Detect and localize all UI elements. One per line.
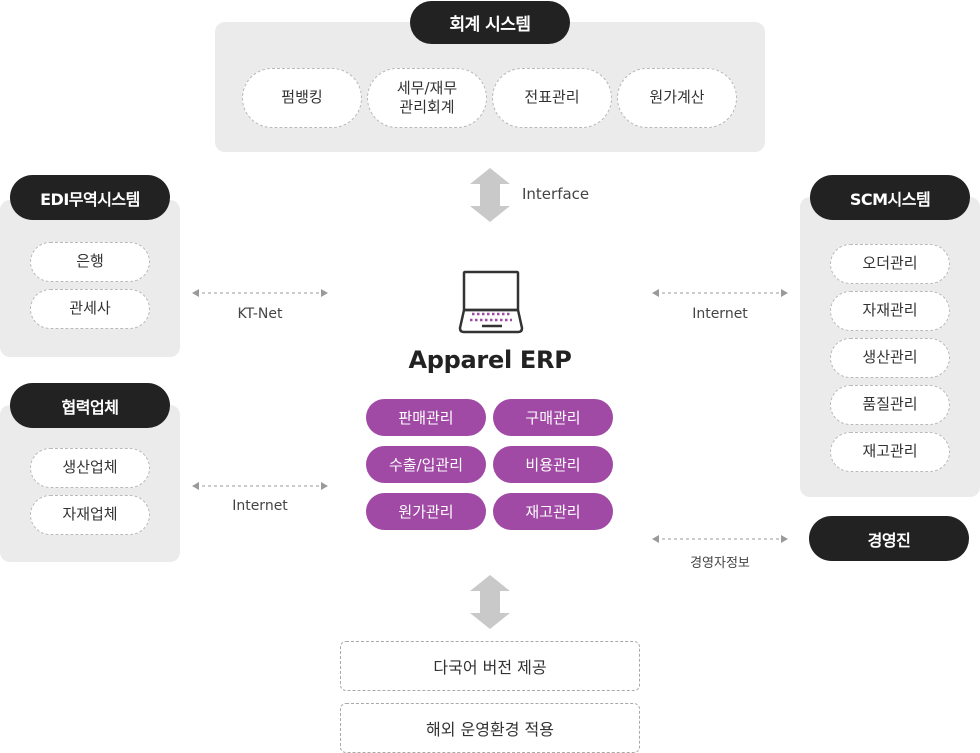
accounting-item-voucher: 전표관리 bbox=[492, 68, 612, 128]
scm-item-material: 자재관리 bbox=[830, 291, 950, 331]
edi-link-arrow-icon bbox=[192, 289, 328, 297]
edi-title: EDI무역시스템 bbox=[10, 175, 170, 220]
management-link-label: 경영자정보 bbox=[690, 556, 750, 571]
erp-module-sales: 판매관리 bbox=[366, 399, 486, 436]
accounting-item-tax-finance: 세무/재무 관리회계 bbox=[367, 68, 487, 128]
edi-link-label: KT-Net bbox=[237, 306, 283, 322]
feature-multilanguage: 다국어 버전 제공 bbox=[340, 641, 640, 691]
scm-item-quality: 품질관리 bbox=[830, 385, 950, 425]
interface-label: Interface bbox=[522, 185, 590, 203]
erp-module-export-import: 수출/입관리 bbox=[366, 446, 486, 483]
edi-item-customs: 관세사 bbox=[30, 289, 150, 329]
scm-item-inventory: 재고관리 bbox=[830, 432, 950, 472]
scm-item-production: 생산관리 bbox=[830, 338, 950, 378]
erp-module-purchase: 구매관리 bbox=[493, 399, 613, 436]
erp-module-costing: 원가관리 bbox=[366, 493, 486, 530]
bottom-arrow-icon bbox=[470, 575, 510, 629]
feature-overseas-environment: 해외 운영환경 적용 bbox=[340, 703, 640, 753]
partner-item-manufacturer: 생산업체 bbox=[30, 448, 150, 488]
partner-link-label: Internet bbox=[232, 498, 288, 514]
scm-item-order: 오더관리 bbox=[830, 244, 950, 284]
edi-item-bank: 은행 bbox=[30, 242, 150, 282]
management-title: 경영진 bbox=[809, 516, 969, 561]
scm-title: SCM시스템 bbox=[810, 175, 970, 220]
interface-arrow-icon bbox=[470, 168, 510, 222]
partner-title: 협력업체 bbox=[10, 383, 170, 428]
management-link-arrow-icon bbox=[652, 535, 788, 543]
partner-item-material: 자재업체 bbox=[30, 495, 150, 535]
erp-module-inventory: 재고관리 bbox=[493, 493, 613, 530]
scm-link-label: Internet bbox=[692, 306, 748, 322]
partner-link-arrow-icon bbox=[192, 482, 328, 490]
laptop-icon bbox=[458, 270, 524, 334]
scm-link-arrow-icon bbox=[652, 289, 788, 297]
accounting-item-firmbanking: 펌뱅킹 bbox=[242, 68, 362, 128]
accounting-title: 회계 시스템 bbox=[410, 1, 570, 44]
accounting-item-costing: 원가계산 bbox=[617, 68, 737, 128]
erp-title: Apparel ERP bbox=[408, 346, 572, 374]
erp-module-expense: 비용관리 bbox=[493, 446, 613, 483]
